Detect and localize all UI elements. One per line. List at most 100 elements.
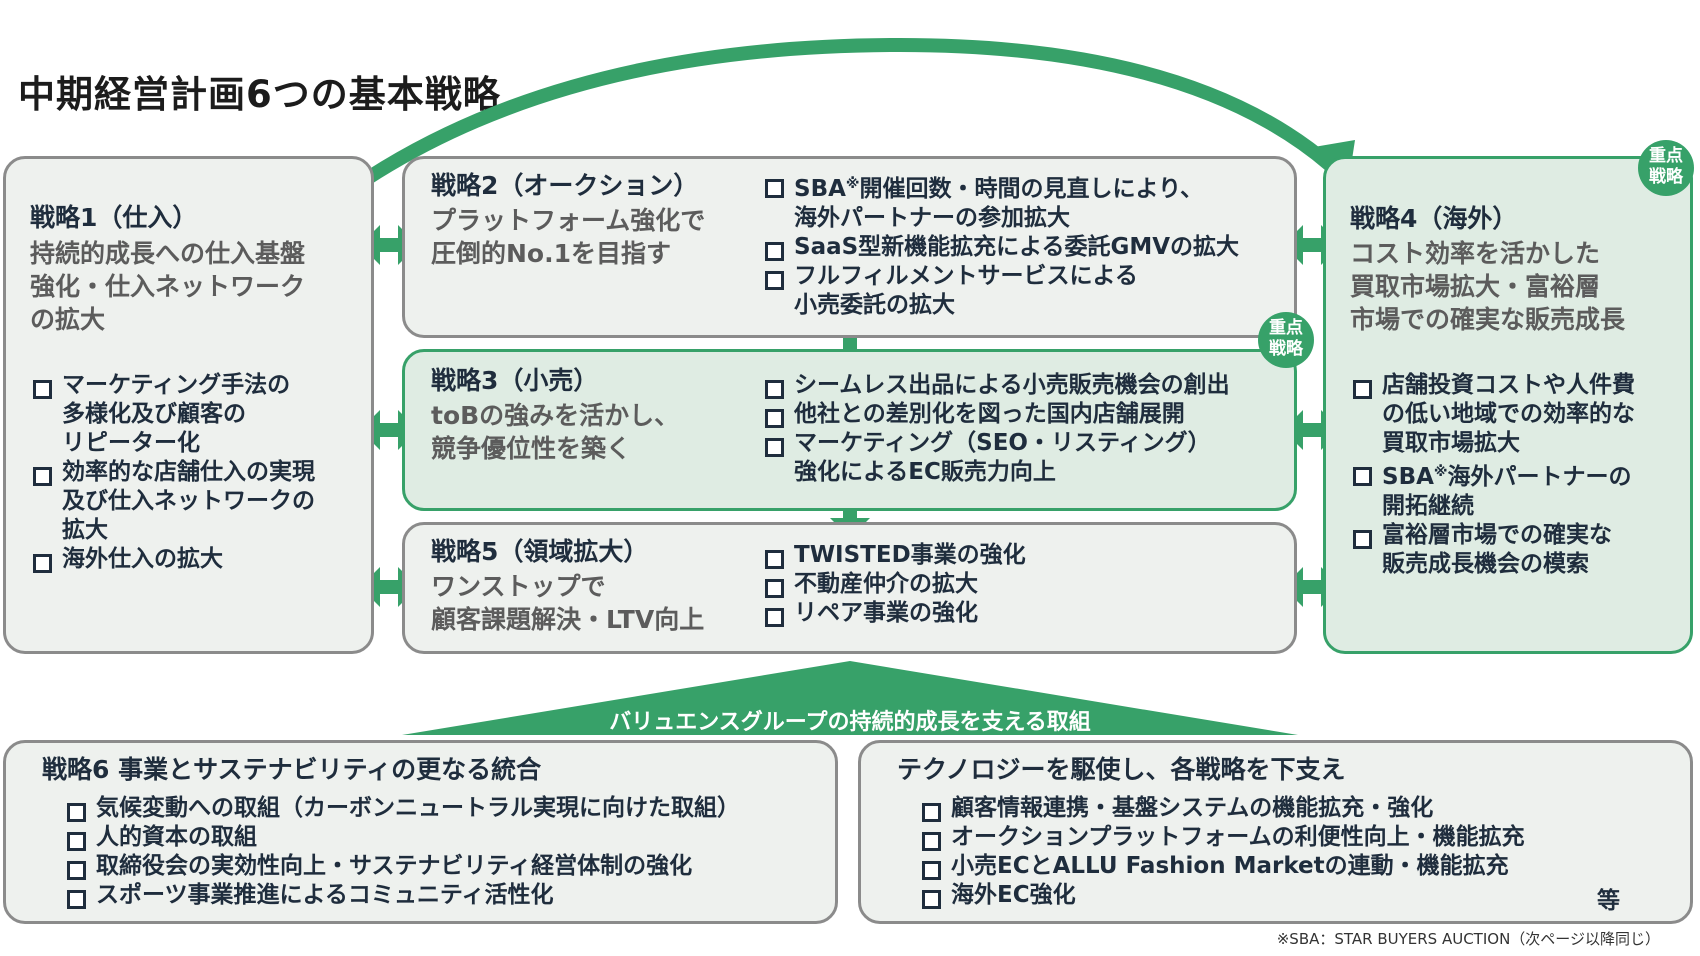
item-text: SBA※開催回数・時間の見直しにより、 — [794, 176, 1204, 202]
strategy6-heading: 戦略6 事業とサステナビリティの更なる統合 — [42, 755, 542, 784]
strategy4-heading: 戦略4（海外） — [1350, 204, 1518, 233]
list-item: 取締役会の実効性向上・サステナビリティ経営体制の強化 — [64, 852, 740, 881]
item-text: フルフィルメントサービスによる — [794, 263, 1138, 289]
strategy2-subtitle: プラットフォーム強化で 圧倒的No.1を目指す — [431, 204, 705, 270]
item-text: 他社との差別化を図った国内店舗展開 — [794, 401, 1185, 427]
list-item: 店舗投資コストや人件費 の低い地域での効率的な 買取市場拡大 — [1350, 371, 1635, 458]
item-text: 販売成長機会の模索 — [1382, 551, 1589, 577]
item-text: 不動産仲介の拡大 — [794, 571, 978, 597]
strategy2-sub-line: 圧倒的No.1を目指す — [431, 239, 671, 268]
strategy1-box: 戦略1（仕入） 持続的成長への仕入基盤 強化・仕入ネットワーク の拡大 マーケテ… — [3, 156, 374, 654]
list-item: オークションプラットフォームの利便性向上・機能拡充 — [919, 823, 1525, 852]
list-item: SBA※開催回数・時間の見直しにより、 海外パートナーの参加拡大 — [762, 170, 1239, 233]
strategy2-box: 戦略2（オークション） プラットフォーム強化で 圧倒的No.1を目指す SBA※… — [402, 156, 1297, 338]
strategy1-subtitle: 持続的成長への仕入基盤 強化・仕入ネットワーク の拡大 — [30, 237, 305, 336]
item-text: 拡大 — [62, 517, 108, 543]
strategy3-heading: 戦略3（小売） — [431, 366, 599, 395]
item-text: 海外仕入の拡大 — [62, 546, 223, 572]
list-item: 顧客情報連携・基盤システムの機能拡充・強化 — [919, 794, 1525, 823]
item-text: リペア事業の強化 — [794, 600, 978, 626]
strategy1-sub-line: 強化・仕入ネットワーク — [30, 272, 306, 301]
list-item: SBA※海外パートナーの 開拓継続 — [1350, 458, 1635, 521]
strategy5-subtitle: ワンストップで 顧客課題解決・LTV向上 — [431, 570, 704, 636]
item-text: SBA※海外パートナーの — [1382, 464, 1632, 490]
foundation-pyramid — [402, 661, 1298, 735]
list-item: マーケティング手法の 多様化及び顧客の リピーター化 — [30, 371, 315, 458]
page-title: 中期経営計画6つの基本戦略 — [18, 73, 501, 116]
list-item: 海外EC強化 — [919, 881, 1525, 910]
item-text: 人的資本の取組 — [96, 824, 257, 850]
strategy4-item-list: 店舗投資コストや人件費 の低い地域での効率的な 買取市場拡大 SBA※海外パート… — [1350, 371, 1635, 579]
strategy3-subtitle: toBの強みを活かし、 競争優位性を築く — [431, 399, 679, 465]
item-text: 海外パートナーの参加拡大 — [794, 205, 1070, 231]
strategy4-subtitle: コスト効率を活かした 買取市場拡大・富裕層 市場での確実な販売成長 — [1350, 237, 1625, 336]
item-text: 顧客情報連携・基盤システムの機能拡充・強化 — [951, 795, 1434, 821]
strategy3-sub-line: toBの強みを活かし、 — [431, 401, 680, 430]
item-text: 海外EC強化 — [951, 882, 1076, 908]
item-text: オークションプラットフォームの利便性向上・機能拡充 — [951, 824, 1525, 850]
strategy2-item-list: SBA※開催回数・時間の見直しにより、 海外パートナーの参加拡大 SaaS型新機… — [762, 170, 1239, 320]
list-item: リペア事業の強化 — [762, 599, 1026, 628]
item-text: 強化によるEC販売力向上 — [794, 459, 1056, 485]
item-text: 開拓継続 — [1382, 493, 1474, 519]
strategy1-item-list: マーケティング手法の 多様化及び顧客の リピーター化 効率的な店舗仕入の実現 及… — [30, 371, 315, 574]
strategy1-sub-line: の拡大 — [30, 305, 106, 334]
list-item: 富裕層市場での確実な 販売成長機会の模索 — [1350, 521, 1635, 579]
technology-box: テクノロジーを駆使し、各戦略を下支え 顧客情報連携・基盤システムの機能拡充・強化… — [858, 740, 1693, 924]
list-item: 不動産仲介の拡大 — [762, 570, 1026, 599]
priority-badge-strategy3: 重点戦略 — [1258, 312, 1314, 368]
item-text: 及び仕入ネットワークの — [62, 488, 315, 514]
item-text: の低い地域での効率的な — [1382, 401, 1635, 427]
strategy5-item-list: TWISTED事業の強化 不動産仲介の拡大 リペア事業の強化 — [762, 541, 1026, 628]
strategy6-box: 戦略6 事業とサステナビリティの更なる統合 気候変動への取組（カーボンニュートラ… — [3, 740, 838, 924]
list-item: 小売ECとALLU Fashion Marketの連動・機能拡充 — [919, 852, 1525, 881]
etc-label: 等 — [1597, 888, 1620, 914]
strategy5-box: 戦略5（領域拡大） ワンストップで 顧客課題解決・LTV向上 TWISTED事業… — [402, 522, 1297, 654]
item-text: 小売ECとALLU Fashion Marketの連動・機能拡充 — [951, 853, 1509, 879]
item-text: 小売委託の拡大 — [794, 292, 955, 318]
strategy2-heading: 戦略2（オークション） — [431, 171, 699, 200]
list-item: 人的資本の取組 — [64, 823, 740, 852]
strategy3-item-list: シームレス出品による小売販売機会の創出 他社との差別化を図った国内店舗展開 マー… — [762, 371, 1230, 487]
strategy3-sub-line: 競争優位性を築く — [431, 434, 632, 463]
item-text: 気候変動への取組（カーボンニュートラル実現に向けた取組） — [96, 795, 740, 821]
item-text: シームレス出品による小売販売機会の創出 — [794, 372, 1230, 398]
technology-item-list: 顧客情報連携・基盤システムの機能拡充・強化 オークションプラットフォームの利便性… — [919, 794, 1525, 910]
list-item: 他社との差別化を図った国内店舗展開 — [762, 400, 1230, 429]
list-item: シームレス出品による小売販売機会の創出 — [762, 371, 1230, 400]
item-text: 店舗投資コストや人件費 — [1382, 372, 1635, 398]
item-text: 効率的な店舗仕入の実現 — [62, 459, 315, 485]
item-text: 取締役会の実効性向上・サステナビリティ経営体制の強化 — [96, 853, 693, 879]
item-text: スポーツ事業推進によるコミュニティ活性化 — [96, 882, 554, 908]
list-item: SaaS型新機能拡充による委託GMVの拡大 — [762, 233, 1239, 262]
list-item: 効率的な店舗仕入の実現 及び仕入ネットワークの 拡大 — [30, 458, 315, 545]
item-text: TWISTED事業の強化 — [794, 542, 1026, 568]
list-item: 気候変動への取組（カーボンニュートラル実現に向けた取組） — [64, 794, 740, 823]
technology-heading: テクノロジーを駆使し、各戦略を下支え — [897, 755, 1346, 784]
strategy2-sub-line: プラットフォーム強化で — [431, 206, 706, 235]
priority-badge-strategy4: 重点戦略 — [1638, 140, 1694, 196]
list-item: TWISTED事業の強化 — [762, 541, 1026, 570]
list-item: マーケティング（SEO・リスティング） 強化によるEC販売力向上 — [762, 429, 1230, 487]
list-item: 海外仕入の拡大 — [30, 545, 315, 574]
item-text: リピーター化 — [62, 430, 200, 456]
strategy5-sub-line: 顧客課題解決・LTV向上 — [431, 605, 705, 634]
strategy5-heading: 戦略5（領域拡大） — [431, 537, 649, 566]
item-text: SaaS型新機能拡充による委託GMVの拡大 — [794, 234, 1240, 260]
strategy4-sub-line: コスト効率を活かした — [1350, 239, 1601, 268]
strategy5-sub-line: ワンストップで — [431, 572, 606, 601]
list-item: フルフィルメントサービスによる 小売委託の拡大 — [762, 262, 1239, 320]
strategy4-sub-line: 市場での確実な販売成長 — [1350, 305, 1626, 334]
strategy4-box: 戦略4（海外） コスト効率を活かした 買取市場拡大・富裕層 市場での確実な販売成… — [1323, 156, 1693, 654]
strategy3-box: 戦略3（小売） toBの強みを活かし、 競争優位性を築く シームレス出品による小… — [402, 349, 1297, 511]
strategy1-heading: 戦略1（仕入） — [30, 203, 198, 232]
item-text: マーケティング（SEO・リスティング） — [794, 430, 1211, 456]
item-text: 多様化及び顧客の — [62, 401, 246, 427]
item-text: 買取市場拡大 — [1382, 430, 1520, 456]
foundation-banner: バリュエンスグループの持続的成長を支える取組 — [609, 710, 1091, 735]
strategy1-sub-line: 持続的成長への仕入基盤 — [30, 239, 306, 268]
list-item: スポーツ事業推進によるコミュニティ活性化 — [64, 881, 740, 910]
strategy6-item-list: 気候変動への取組（カーボンニュートラル実現に向けた取組） 人的資本の取組 取締役… — [64, 794, 740, 910]
strategy4-sub-line: 買取市場拡大・富裕層 — [1350, 272, 1601, 301]
item-text: 富裕層市場での確実な — [1382, 522, 1612, 548]
